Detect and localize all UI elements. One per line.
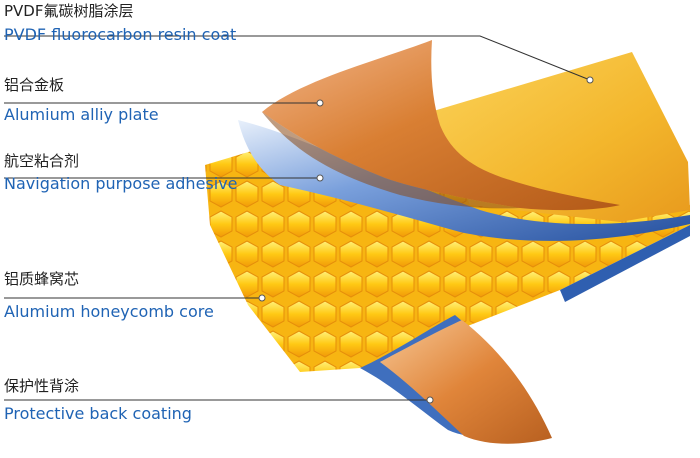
label-back-en: Protective back coating <box>4 404 192 423</box>
label-back: 保护性背涂 Protective back coating <box>4 377 192 423</box>
leader-line-resin <box>4 35 591 81</box>
back-coating-sheet <box>380 320 552 444</box>
label-adhesive-cn: 航空粘合剂 <box>4 152 80 170</box>
dot-back <box>426 396 434 404</box>
label-back-cn: 保护性背涂 <box>4 377 80 395</box>
label-core-cn: 铝质蜂窝芯 <box>4 270 80 288</box>
label-plate-cn: 铝合金板 <box>4 76 65 94</box>
adhesive-layer <box>238 120 690 241</box>
aluminum-plate-edge <box>262 112 520 209</box>
label-resin-cn: PVDF氟碳树脂涂层 <box>4 2 134 20</box>
dot-core <box>258 294 266 302</box>
label-plate: 铝合金板 Alumium alliy plate <box>4 76 159 124</box>
leader-dots <box>258 76 594 404</box>
leader-lines <box>4 35 591 401</box>
label-adhesive-en: Navigation purpose adhesive <box>4 174 238 193</box>
label-resin: PVDF氟碳树脂涂层 PVDF fluorocarbon resin coat <box>4 2 236 44</box>
label-core-en: Alumium honeycomb core <box>4 302 214 321</box>
dot-resin <box>586 76 594 84</box>
label-adhesive: 航空粘合剂 Navigation purpose adhesive <box>4 152 238 193</box>
label-resin-en: PVDF fluorocarbon resin coat <box>4 25 237 44</box>
honeycomb-core-edge <box>560 225 690 302</box>
aluminum-plate-sheet <box>262 40 620 211</box>
label-plate-en: Alumium alliy plate <box>4 105 159 124</box>
dot-plate <box>316 99 324 107</box>
label-core: 铝质蜂窝芯 Alumium honeycomb core <box>4 270 214 321</box>
dot-adhesive <box>316 174 324 182</box>
